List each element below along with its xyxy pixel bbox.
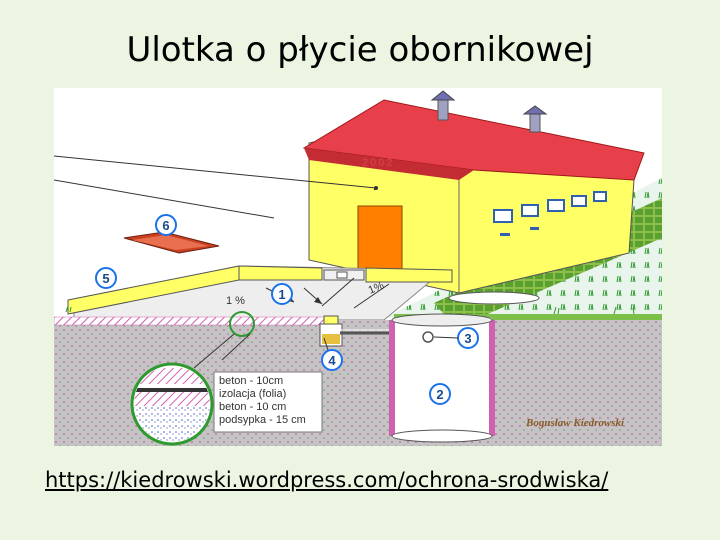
back-wall-left bbox=[238, 265, 323, 281]
svg-text:2: 2 bbox=[436, 387, 443, 402]
manure-tank bbox=[389, 313, 495, 443]
year-label: 2002 bbox=[362, 157, 394, 169]
plate-layers bbox=[54, 316, 325, 326]
chimney-icon bbox=[522, 105, 548, 133]
layer-detail bbox=[130, 362, 214, 446]
layer-insulation: izolacja (folia) bbox=[219, 388, 286, 400]
marker-3: 3 bbox=[457, 327, 479, 349]
slope-label: 1% bbox=[367, 280, 386, 297]
slope-label: 1 % bbox=[226, 295, 245, 307]
barn-roof bbox=[302, 99, 645, 181]
svg-text:5: 5 bbox=[102, 271, 109, 286]
marker-5: 5 bbox=[95, 267, 117, 289]
svg-text:6: 6 bbox=[162, 218, 169, 233]
marker-6: 6 bbox=[155, 214, 177, 236]
layer-subbase: podsypka - 15 cm bbox=[219, 414, 306, 426]
back-wall-right bbox=[365, 267, 453, 283]
marker-4: 4 bbox=[321, 349, 343, 371]
slide-title: Ulotka o płycie obornikowej bbox=[126, 30, 594, 70]
layer-legend bbox=[213, 371, 323, 433]
layer-concrete-bottom: beton - 10 cm bbox=[219, 401, 286, 413]
author-signature: Bogusław Kiedrowski bbox=[525, 417, 625, 429]
svg-text:4: 4 bbox=[328, 353, 336, 368]
svg-text:1: 1 bbox=[278, 287, 285, 302]
barn-windows bbox=[493, 191, 607, 223]
barn-door bbox=[357, 205, 403, 279]
chimney-icon bbox=[430, 90, 456, 121]
layer-concrete-top: beton - 10cm bbox=[219, 375, 283, 387]
source-link[interactable]: https://kiedrowski.wordpress.com/ochrona… bbox=[45, 468, 609, 492]
svg-text:3: 3 bbox=[464, 331, 471, 346]
manure-plate-diagram: 2002 1 % 1% bbox=[54, 88, 662, 446]
marker-1: 1 bbox=[271, 283, 293, 305]
marker-2: 2 bbox=[429, 383, 451, 405]
